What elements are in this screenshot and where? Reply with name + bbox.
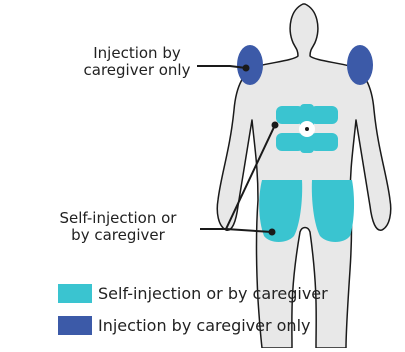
self-callout-dot-abdomen [272, 122, 279, 129]
left-arm-site [237, 45, 263, 85]
self-callout-line-1: Self-injection or [38, 210, 198, 227]
legend-label-self-injection: Self-injection or by caregiver [98, 284, 328, 303]
caregiver-callout-dot [243, 65, 250, 72]
right-arm-site [347, 45, 373, 85]
legend-label-caregiver-only: Injection by caregiver only [98, 316, 310, 335]
self-callout-line-2: by caregiver [38, 227, 198, 244]
self-or-caregiver-callout: Self-injection or by caregiver [38, 210, 198, 244]
legend-item-caregiver-only: Injection by caregiver only [58, 316, 310, 335]
caregiver-only-swatch [58, 316, 92, 335]
self-callout-dot-thigh [269, 229, 276, 236]
caregiver-callout-line-2: caregiver only [62, 62, 212, 79]
legend-item-self-injection: Self-injection or by caregiver [58, 284, 328, 303]
caregiver-only-callout: Injection by caregiver only [62, 45, 212, 79]
caregiver-callout-line-1: Injection by [62, 45, 212, 62]
self-injection-swatch [58, 284, 92, 303]
